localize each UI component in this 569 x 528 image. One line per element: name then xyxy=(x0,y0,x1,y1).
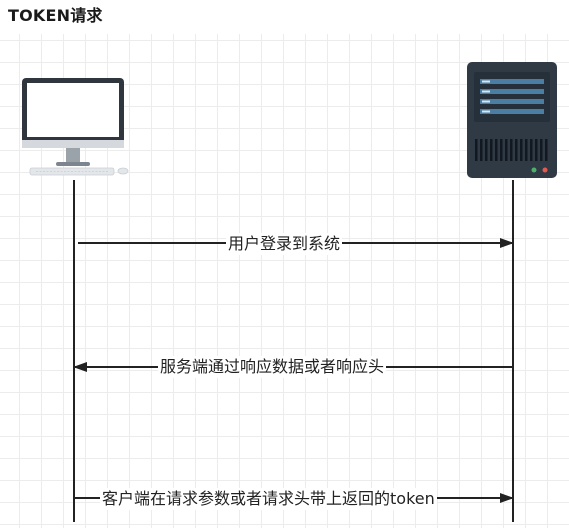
message-label-token-request: 客户端在请求参数或者请求头带上返回的token xyxy=(100,488,437,510)
desktop-computer-icon xyxy=(22,78,129,176)
server-icon xyxy=(467,62,557,178)
diagram-title: TOKEN请求 xyxy=(8,6,103,25)
message-label-login: 用户登录到系统 xyxy=(226,233,343,255)
message-label-response: 服务端通过响应数据或者响应头 xyxy=(158,356,387,378)
